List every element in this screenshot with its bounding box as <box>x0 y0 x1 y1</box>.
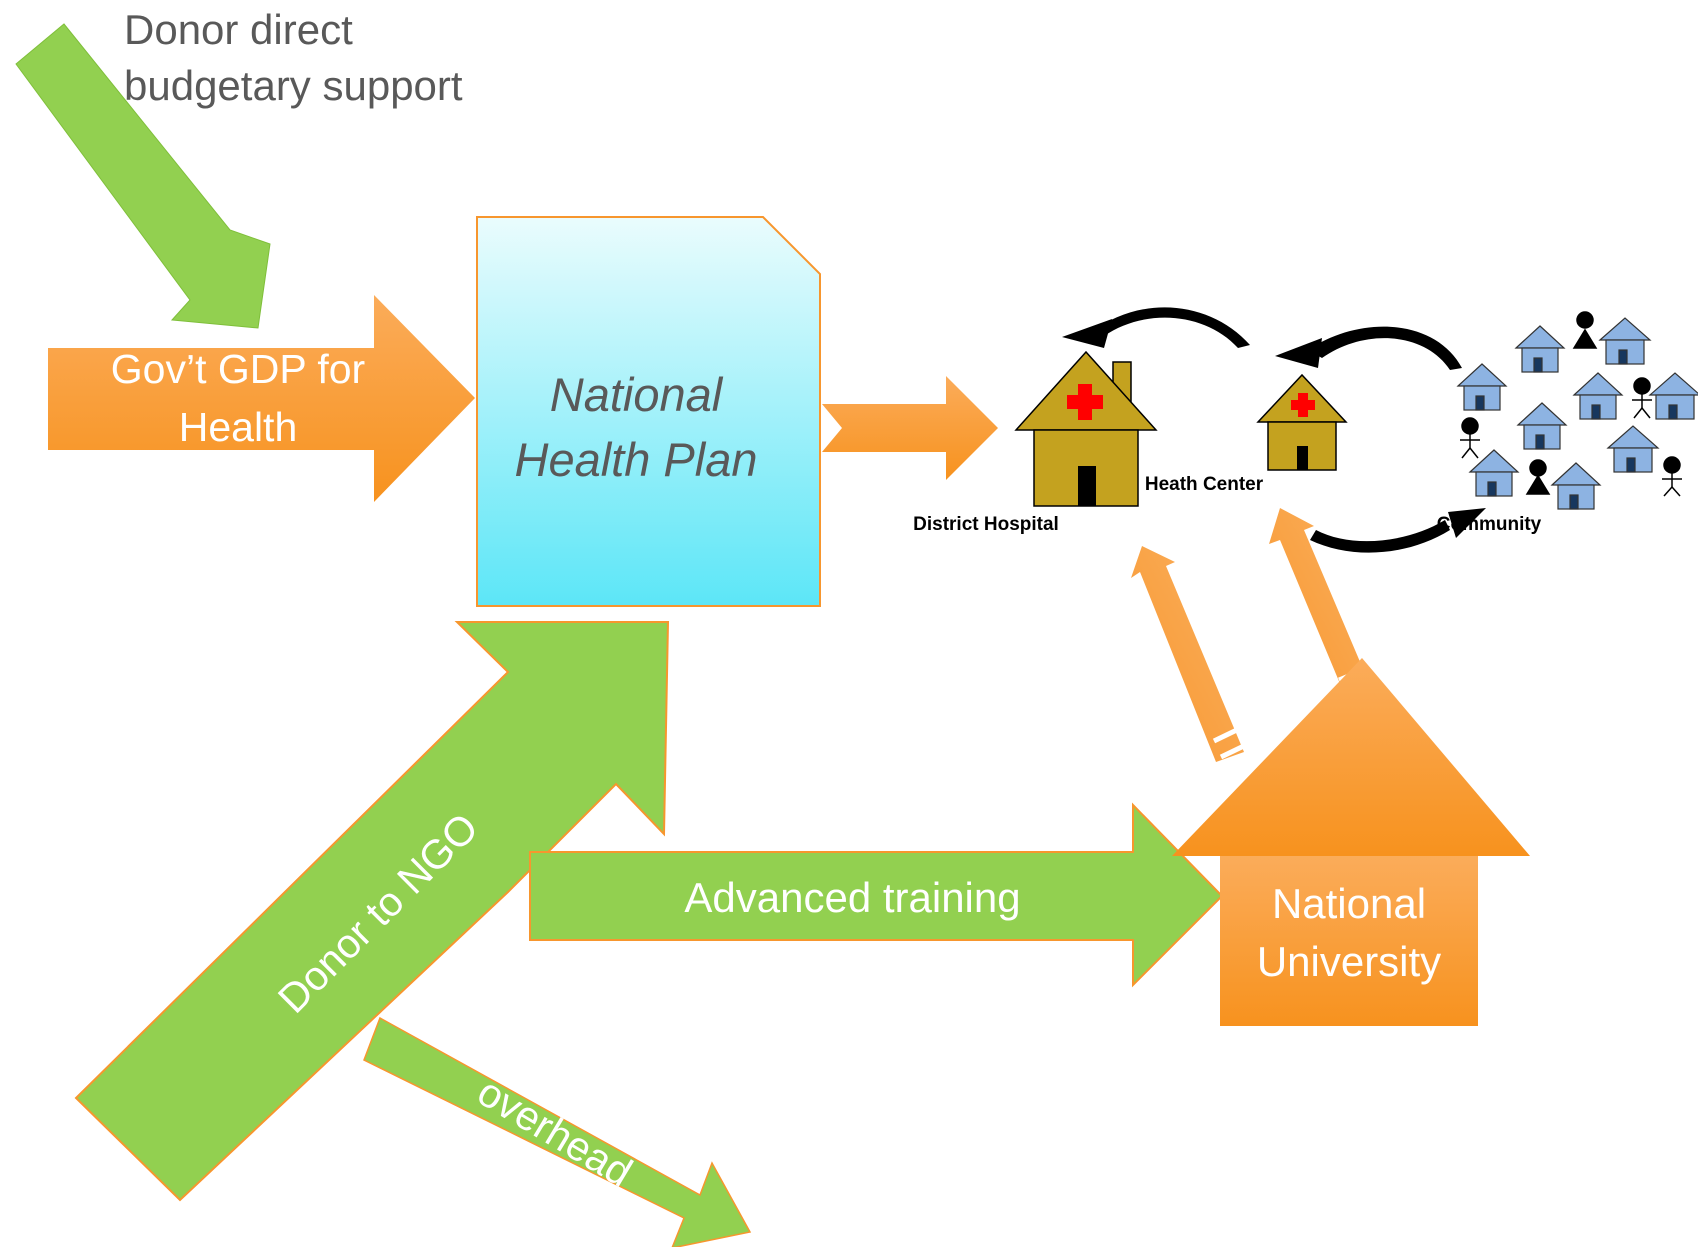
community-people <box>1460 311 1682 497</box>
community-house-icon <box>1550 462 1602 510</box>
national-university-house <box>1172 658 1530 1026</box>
person-icon <box>1525 459 1551 495</box>
community-house-icon <box>1606 425 1660 473</box>
health-center-house-icon <box>1256 373 1348 471</box>
university-to-hospital-arrow <box>1131 546 1252 762</box>
person-icon <box>1632 377 1652 419</box>
national-university-label: National University <box>1256 880 1442 985</box>
donor-to-ngo-arrow <box>74 621 670 1202</box>
community-house-icon <box>1468 449 1520 497</box>
person-icon <box>1662 456 1682 497</box>
national-health-plan-box <box>476 216 821 607</box>
community-house-icon <box>1456 363 1508 411</box>
gov-gdp-arrow <box>48 295 475 502</box>
heath-center-label: Heath Center <box>1144 474 1264 495</box>
donor-direct-arrow <box>15 23 271 329</box>
community-house-icon <box>1648 372 1698 420</box>
community-house-icon <box>1516 402 1568 450</box>
community-house-icon <box>1598 317 1652 365</box>
person-icon <box>1572 311 1598 349</box>
community-houses <box>1456 317 1698 510</box>
community-label: Community <box>1436 514 1542 535</box>
plan-to-hospital-arrow <box>822 376 998 480</box>
national-health-plan-label: National Health Plan <box>514 368 758 486</box>
district-hospital-label: District Hospital <box>913 514 1059 535</box>
overhead-arrow <box>363 1016 752 1247</box>
community-house-icon <box>1514 325 1566 373</box>
advanced-training-arrow <box>529 802 1224 988</box>
gov-gdp-label: Gov’t GDP for Health <box>110 346 366 450</box>
cycle-arrow-icon <box>1062 307 1486 553</box>
advanced-training-label: Advanced training <box>684 874 1021 921</box>
hospital-house-icon <box>1014 350 1158 507</box>
person-icon <box>1460 417 1480 459</box>
donor-direct-label: Donor direct budgetary support <box>124 6 463 109</box>
community-house-icon <box>1572 372 1624 420</box>
